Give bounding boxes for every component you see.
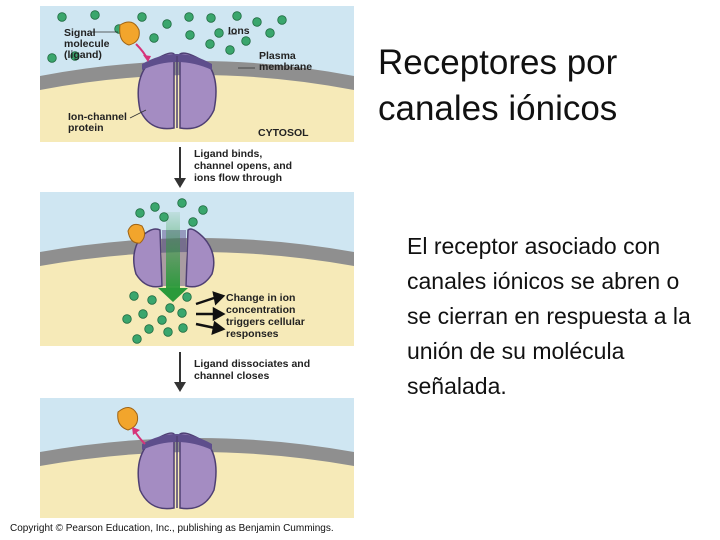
- signal-molecule-label-3: (ligand): [64, 49, 102, 61]
- signal-molecule-ligand: [119, 21, 140, 46]
- slide-body-text: El receptor asociado con canales iónicos…: [407, 233, 691, 399]
- released-ligand: [117, 407, 139, 431]
- step-1-line-2: channel opens, and: [194, 160, 292, 172]
- step-arrow-1: Ligand binds, channel opens, and ions fl…: [174, 147, 292, 188]
- plasma-membrane-label-1: Plasma: [259, 50, 296, 62]
- response-label-1: Change in ion: [226, 292, 295, 304]
- response-label-2: concentration: [226, 304, 295, 316]
- ion-channel-closed: [137, 432, 217, 510]
- panel-1-closed-channel: Signal molecule (ligand) Ions Plasma mem…: [40, 6, 354, 142]
- panel-2-open-channel: Change in ion concentration triggers cel…: [40, 192, 354, 346]
- signal-molecule-label-1: Signal: [64, 27, 96, 39]
- cytosol-region: [40, 248, 354, 346]
- plasma-membrane: [40, 61, 354, 90]
- response-arrows: [195, 291, 226, 336]
- slide-title: Receptores por canales iónicos: [378, 43, 618, 128]
- cytosol-label: CYTOSOL: [258, 127, 309, 139]
- response-label-4: responses: [226, 328, 279, 340]
- ion-channel-label-1: Ion-channel: [68, 111, 127, 123]
- signal-molecule-label-2: molecule: [64, 38, 110, 50]
- plasma-membrane-label-2: membrane: [259, 61, 312, 73]
- ions-cytosol: [122, 291, 192, 344]
- ion-channel-figure: Signal molecule (ligand) Ions Plasma mem…: [40, 6, 354, 518]
- step-2-line-1: Ligand dissociates and: [194, 358, 310, 370]
- panel-3-closed-channel: [40, 398, 354, 518]
- ion-channel-protein: [137, 52, 217, 130]
- ions-extracellular: [47, 10, 287, 63]
- copyright-notice: Copyright © Pearson Education, Inc., pub…: [10, 523, 334, 534]
- ion-channel-label-2: protein: [68, 122, 104, 134]
- ions-extracellular: [135, 198, 208, 227]
- ions-label: Ions: [228, 25, 250, 37]
- bound-ligand: [127, 223, 146, 244]
- step-1-line-3: ions flow through: [194, 172, 282, 184]
- response-label-3: triggers cellular: [226, 316, 305, 328]
- step-1-line-1: Ligand binds,: [194, 148, 262, 160]
- step-2-line-2: channel closes: [194, 370, 269, 382]
- ion-flow-arrow: [158, 212, 188, 302]
- step-arrow-2: Ligand dissociates and channel closes: [174, 352, 310, 392]
